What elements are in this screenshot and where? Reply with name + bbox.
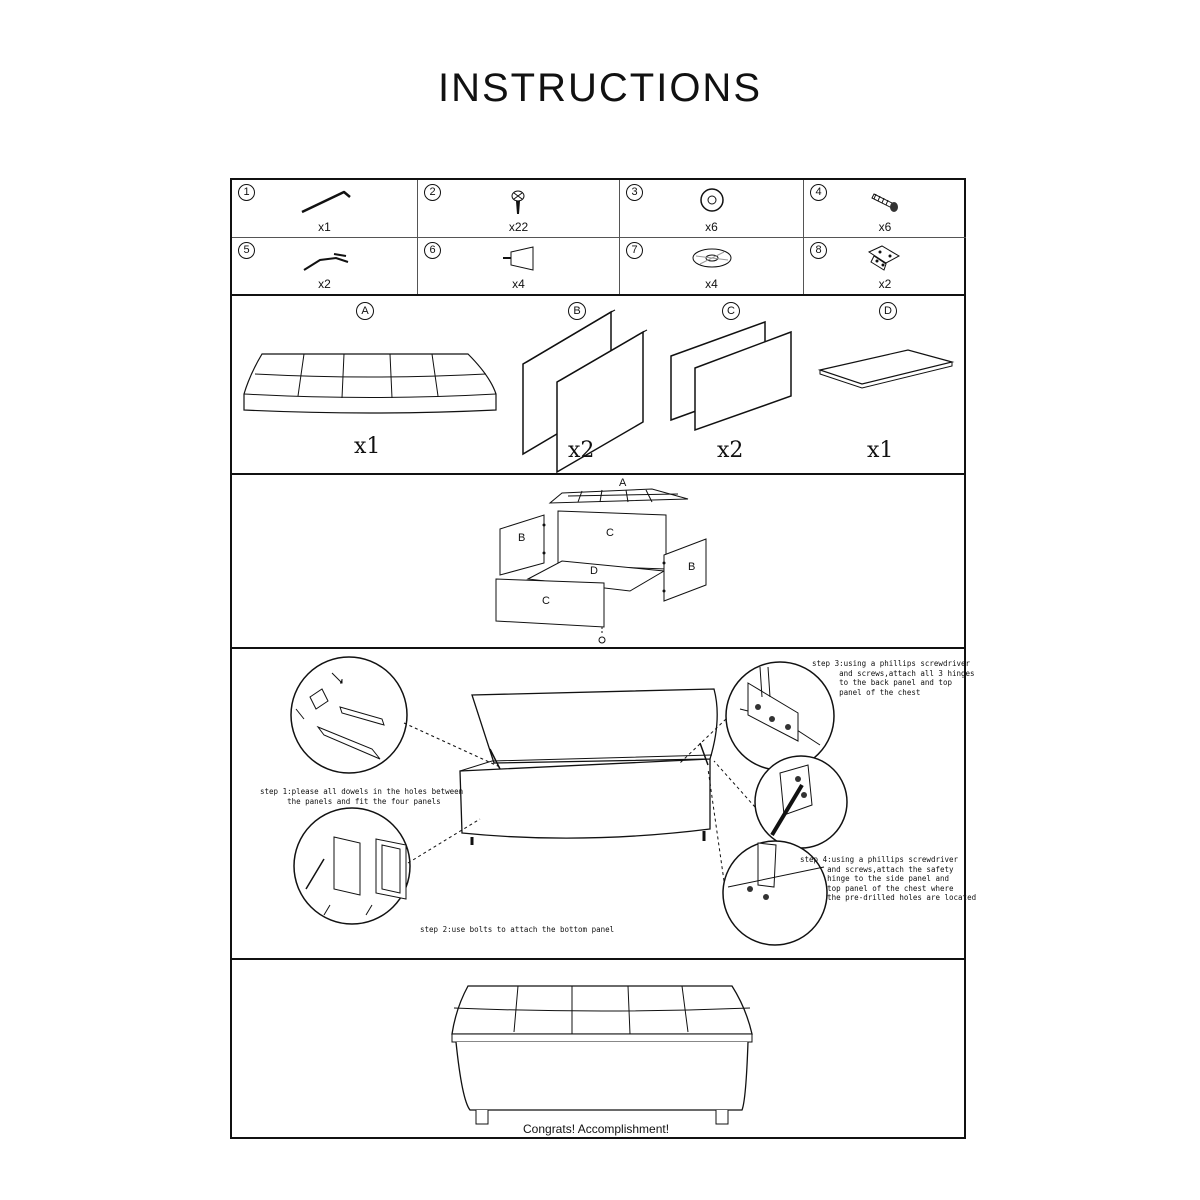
hardware-item-8: 8 x2 <box>804 238 966 294</box>
hardware-item-7: 7 x4 <box>620 238 804 294</box>
hardware-item-4: 4 x6 <box>804 180 966 238</box>
exploded-label-top: A <box>619 477 627 489</box>
finished-chest-drawing <box>451 985 753 1125</box>
hardware-number: 7 <box>626 242 643 259</box>
step-2-text: step 2:use bolts to attach the bottom pa… <box>420 925 615 934</box>
exploded-view-section: A B C D B C <box>232 475 964 649</box>
exploded-label-back: C <box>606 527 614 539</box>
hardware-item-6: 6 x4 <box>418 238 620 294</box>
part-qty-c: x2 <box>717 438 744 463</box>
hardware-qty: x4 <box>512 277 525 291</box>
exploded-label-front: C <box>542 595 550 607</box>
leg-icon <box>503 246 534 271</box>
hardware-number: 1 <box>238 184 255 201</box>
assembly-steps-section: step 1:please all dowels in the holes be… <box>232 649 976 960</box>
step-1-text: step 1:please all dowels in the holes be… <box>260 787 464 806</box>
hardware-qty: x2 <box>878 277 892 291</box>
hardware-qty: x2 <box>318 277 331 291</box>
washer-icon <box>700 188 724 212</box>
allen-key-icon <box>301 190 351 214</box>
safety-hinge-icon <box>303 253 349 271</box>
part-qty-a: x1 <box>354 434 381 459</box>
part-a-cushion-drawing <box>243 353 497 414</box>
exploded-label-bottom: D <box>590 565 598 577</box>
parts-section: A B C D x1 x2 x2 x1 <box>232 296 964 475</box>
part-qty-b: x2 <box>568 438 595 463</box>
part-label-d: D <box>879 302 897 320</box>
hardware-number: 5 <box>238 242 255 259</box>
exploded-label-side-right: B <box>688 561 696 573</box>
hardware-item-5: 5 x2 <box>232 238 418 294</box>
hinge-icon <box>867 245 901 271</box>
hardware-number: 4 <box>810 184 827 201</box>
hardware-number: 6 <box>424 242 441 259</box>
hardware-section: 1 x1 2 x22 3 x6 4 <box>232 180 966 296</box>
screw-icon <box>511 190 525 214</box>
assembly-drawing <box>290 656 848 946</box>
part-label-a: A <box>356 302 374 320</box>
hardware-qty: x6 <box>705 220 718 234</box>
instructions-frame: 1 x1 2 x22 3 x6 4 <box>230 178 976 1139</box>
part-b-side-panels-drawing <box>522 309 648 474</box>
part-label-b: B <box>568 302 586 320</box>
part-d-bottom-panel-drawing <box>817 349 955 389</box>
part-qty-d: x1 <box>867 438 894 463</box>
hardware-qty: x6 <box>878 220 892 234</box>
hardware-item-2: 2 x22 <box>418 180 620 238</box>
exploded-view-drawing <box>495 488 707 644</box>
hardware-item-3: 3 x6 <box>620 180 804 238</box>
page-title: INSTRUCTIONS <box>438 66 762 110</box>
exploded-label-side-left: B <box>518 532 526 544</box>
part-c-panels-drawing <box>670 320 792 432</box>
step-4-text: step 4:using a phillips screwdriver and … <box>800 855 977 902</box>
step-3-text: step 3:using a phillips screwdriver and … <box>812 659 975 697</box>
hardware-number: 3 <box>626 184 643 201</box>
part-label-c: C <box>722 302 740 320</box>
hardware-qty: x22 <box>508 220 529 234</box>
congrats-caption: Congrats! Accomplishment! <box>523 1122 670 1136</box>
hardware-number: 8 <box>810 242 827 259</box>
hardware-item-1: 1 x1 <box>232 180 418 238</box>
bolt-icon <box>871 193 898 212</box>
final-section: Congrats! Accomplishment! <box>232 960 964 1139</box>
hardware-qty: x4 <box>705 277 718 291</box>
leg-plate-icon <box>692 248 732 268</box>
hardware-number: 2 <box>424 184 441 201</box>
hardware-qty: x1 <box>318 220 331 234</box>
